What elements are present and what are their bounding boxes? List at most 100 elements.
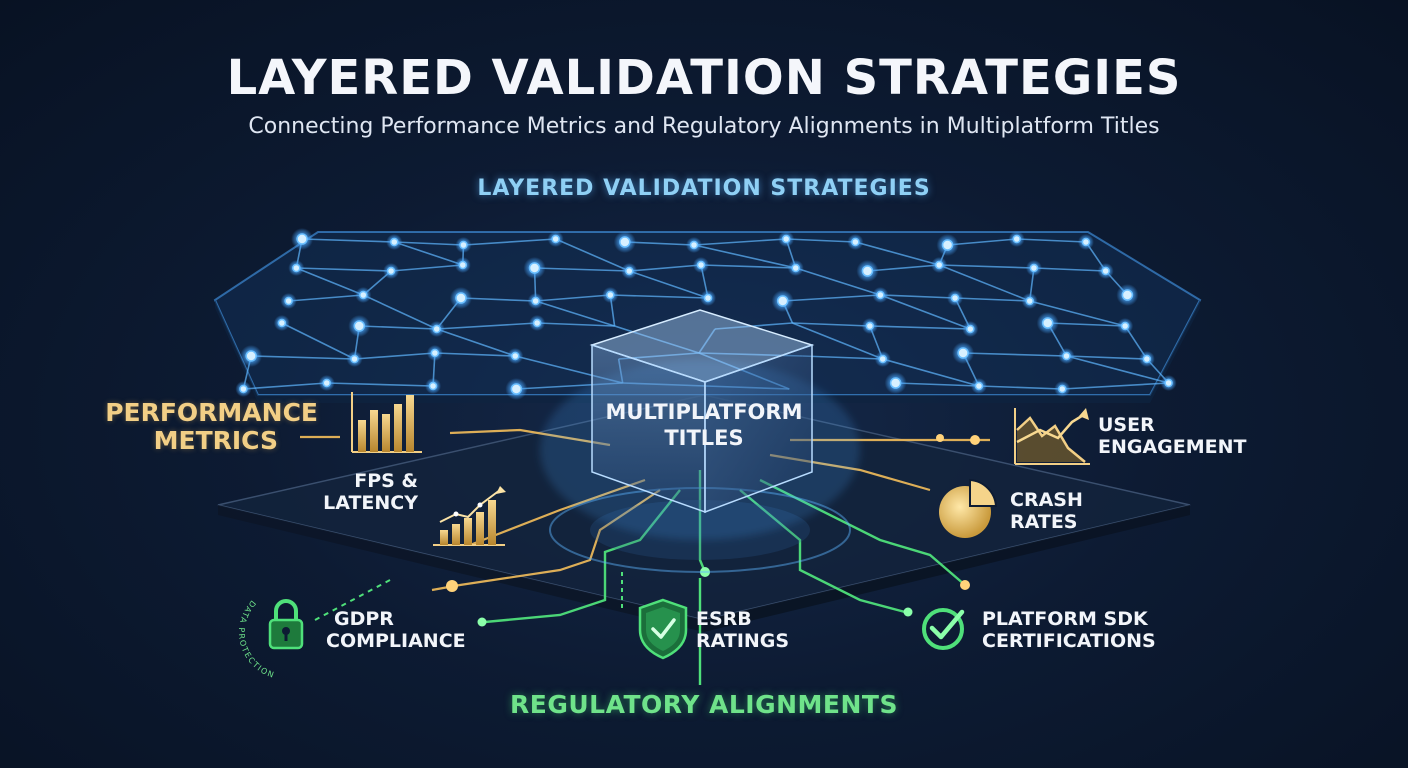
network-edge <box>610 294 709 299</box>
network-edge <box>693 238 787 246</box>
network-node <box>1058 384 1067 394</box>
shield-check-icon <box>638 598 688 660</box>
network-edge <box>698 328 716 354</box>
network-node <box>1120 321 1130 331</box>
network-node <box>532 318 542 328</box>
network-node <box>606 290 615 300</box>
trace-node <box>936 434 944 442</box>
network-node <box>791 263 800 273</box>
network-edge <box>326 382 434 387</box>
network-node <box>934 260 944 270</box>
network-node <box>876 290 885 300</box>
network-node <box>510 383 523 395</box>
network-edge <box>537 322 615 327</box>
network-edge <box>963 352 1067 357</box>
network-node <box>531 296 540 306</box>
network-edge <box>614 325 700 354</box>
network-edge <box>947 238 1017 246</box>
subtitle: Connecting Performance Metrics and Regul… <box>248 114 1160 139</box>
network-node <box>619 236 631 248</box>
network-node <box>353 320 366 332</box>
esrb-ratings-label: ESRB <box>696 608 752 630</box>
top-layer-label: LAYERED VALIDATION STRATEGIES <box>477 176 931 201</box>
trace-node <box>960 580 970 590</box>
network-edge <box>281 322 355 360</box>
network-edge <box>624 241 695 246</box>
network-edge <box>359 325 437 330</box>
trace-node <box>446 580 458 592</box>
network-edge <box>463 238 556 246</box>
network-node <box>966 324 975 334</box>
network-edge <box>955 297 1030 302</box>
platform-sdk-label: PLATFORM SDK <box>982 608 1148 630</box>
trace-node <box>970 435 980 445</box>
network-edge <box>394 241 464 246</box>
crash-rates-label: RATES <box>1010 511 1078 533</box>
network-node <box>1164 378 1173 388</box>
network-node <box>957 347 969 359</box>
network-edge <box>296 267 364 296</box>
network-edge <box>251 355 355 360</box>
network-node <box>239 384 248 394</box>
network-edge <box>629 264 702 272</box>
network-node <box>1029 263 1039 273</box>
center-title: TITLES <box>664 426 744 450</box>
network-node <box>1062 351 1071 361</box>
trace-node <box>700 567 710 577</box>
network-edge <box>869 325 971 330</box>
network-edge <box>802 355 883 360</box>
network-node <box>528 262 541 274</box>
network-node <box>1101 266 1110 276</box>
network-node <box>350 354 359 364</box>
platform-sdk-label: CERTIFICATIONS <box>982 630 1156 652</box>
growth-chart-icon <box>433 486 506 546</box>
network-node <box>292 263 301 273</box>
network-edge <box>882 358 980 387</box>
main-title: LAYERED VALIDATION STRATEGIES <box>226 50 1182 106</box>
network-node <box>781 234 791 244</box>
network-edge <box>1066 355 1147 360</box>
network-edge <box>895 382 979 387</box>
network-node <box>851 237 860 247</box>
fps-latency-label: LATENCY <box>323 492 418 514</box>
crash-rates-label: CRASH <box>1010 489 1083 511</box>
network-edge <box>792 322 870 327</box>
network-node <box>322 378 331 388</box>
network-edge <box>855 241 940 266</box>
regulatory-alignments-label: REGULATORY ALIGNMENTS <box>510 690 898 719</box>
network-edge <box>795 267 881 296</box>
network-edge <box>390 264 463 272</box>
check-circle-icon <box>922 608 965 650</box>
network-nodes <box>235 228 1177 400</box>
fps-latency-label: FPS & <box>354 470 418 492</box>
lock-icon: DATA PROTECTION <box>237 599 304 680</box>
network-node <box>455 292 467 304</box>
network-edge <box>434 352 516 357</box>
network-node <box>1142 354 1152 364</box>
network-edge <box>1047 322 1126 327</box>
network-node <box>696 260 706 270</box>
network-edge <box>786 238 856 243</box>
network-node <box>865 321 875 331</box>
network-node <box>432 324 441 334</box>
network-edge <box>534 267 630 272</box>
network-edge <box>535 300 615 327</box>
network-edge <box>436 328 516 357</box>
esrb-ratings-label: RATINGS <box>696 630 790 652</box>
network-edge <box>1033 267 1106 272</box>
network-node <box>551 234 560 244</box>
network-node <box>458 260 468 270</box>
network-edge <box>535 294 611 302</box>
network-edge <box>354 352 435 360</box>
network-edge <box>243 382 327 390</box>
network-node <box>359 290 368 300</box>
network-node <box>428 381 438 391</box>
network-node <box>284 296 293 306</box>
network-node <box>974 381 984 391</box>
network-edge <box>1029 300 1126 327</box>
network-node <box>1081 237 1091 247</box>
network-node <box>878 354 887 364</box>
center-title: MULTIPLATFORM <box>605 400 803 424</box>
